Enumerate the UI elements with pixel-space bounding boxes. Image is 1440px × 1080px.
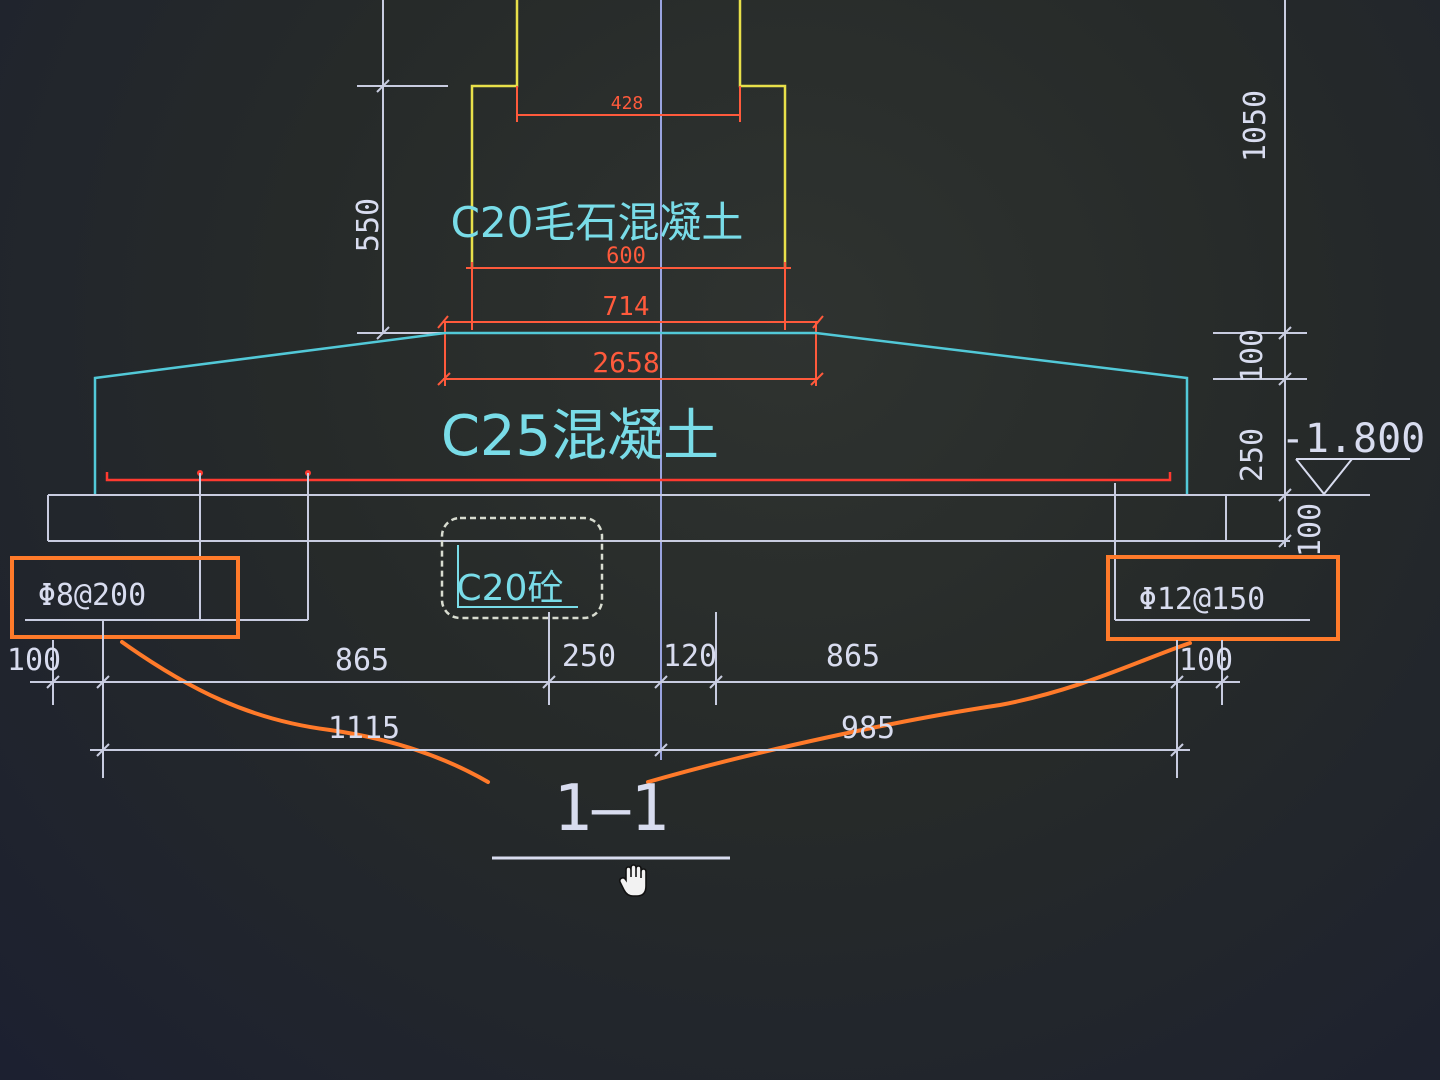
- label-cushion-concrete: C20砼: [457, 568, 564, 609]
- left-height-dimension: [357, 0, 448, 340]
- dim-bottom-865-left: 865: [335, 643, 389, 678]
- hand-cursor-icon: [618, 864, 647, 897]
- cushion-layer-outline: [47, 473, 1370, 621]
- right-rebar-callout-box: [1106, 555, 1340, 641]
- dim-bottom-1115: 1115: [328, 711, 400, 746]
- c25-footing-outline: [93, 331, 1189, 495]
- rubble-concrete-pier-outline: [470, 0, 787, 268]
- dim-bottom-left-100: 100: [7, 643, 61, 678]
- dim-line-714: [437, 315, 824, 329]
- elevation-marker: [1295, 458, 1410, 496]
- dim-bottom-985: 985: [841, 711, 895, 746]
- dim-pier-base-width: 714: [603, 292, 650, 322]
- dim-line-600: [466, 262, 791, 330]
- dim-pier-width: 600: [606, 244, 646, 269]
- label-footing-concrete: C25混凝土: [441, 404, 719, 469]
- dim-footing-top-width: 2658: [592, 346, 659, 379]
- left-rebar-label: Φ8@200: [38, 578, 146, 613]
- left-rebar-callout-box: [10, 556, 240, 639]
- elevation-label: -1.800: [1281, 416, 1426, 462]
- dim-right-100-bottom: 100: [1293, 503, 1328, 557]
- dim-left-height: 550: [351, 198, 386, 252]
- dim-bottom-865-right: 865: [826, 639, 880, 674]
- dim-right-100-top: 100: [1235, 329, 1270, 383]
- bottom-dimension-lines: [30, 612, 1240, 778]
- label-rubble-concrete: C20毛石混凝土: [451, 198, 744, 247]
- right-rebar-label: Φ12@150: [1139, 582, 1265, 617]
- dim-right-250: 250: [1235, 428, 1270, 482]
- dim-line-428: [516, 86, 741, 122]
- left-annotation-stroke: [120, 640, 490, 784]
- bottom-rebar-line: [105, 472, 1172, 482]
- cushion-label-leader: [457, 545, 578, 608]
- right-height-dimensions: [1213, 0, 1307, 548]
- dim-right-total-height: 1050: [1238, 90, 1273, 162]
- right-annotation-stroke: [646, 641, 1192, 784]
- dim-bottom-right-100: 100: [1179, 643, 1233, 678]
- dim-wall-top-width: 428: [611, 93, 644, 114]
- dim-bottom-250: 250: [562, 639, 616, 674]
- cushion-label-cloud: [440, 516, 604, 620]
- dim-bottom-120: 120: [663, 639, 717, 674]
- section-title: 1—1: [553, 772, 669, 846]
